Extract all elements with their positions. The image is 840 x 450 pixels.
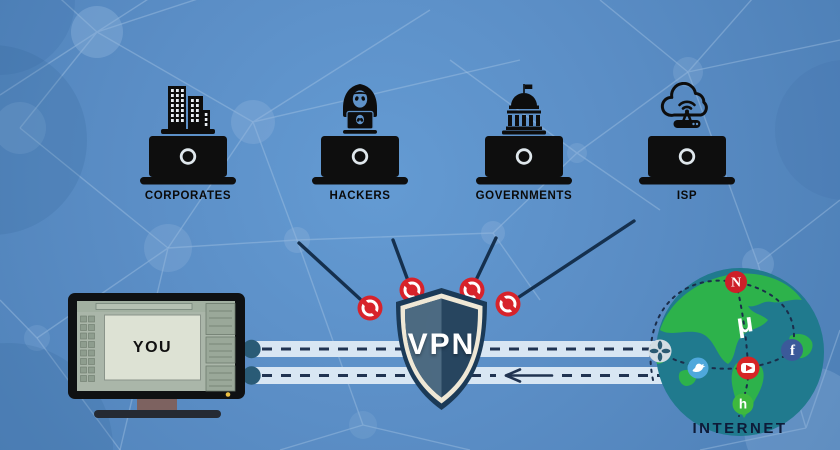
media-pinwheel-icon xyxy=(648,339,672,363)
svg-text:f: f xyxy=(790,343,796,359)
youtube-icon xyxy=(736,356,760,380)
vpn-shield xyxy=(392,287,491,411)
threat-label-governments: GOVERNMENTS xyxy=(475,190,573,202)
threat-isp: ISP xyxy=(627,82,747,202)
governments-spy-line xyxy=(475,236,498,280)
hackers-spy-line xyxy=(391,238,409,280)
isp-cloud-router-icon xyxy=(657,82,717,136)
facebook-icon: f xyxy=(781,339,803,361)
laptop-icon xyxy=(476,136,572,186)
svg-text:h: h xyxy=(739,397,747,412)
power-led xyxy=(225,392,231,397)
isp-spy-line xyxy=(517,219,636,299)
laptop-icon xyxy=(140,136,236,186)
laptop-icon xyxy=(639,136,735,186)
twitter-icon xyxy=(687,357,709,379)
screen-canvas xyxy=(104,314,201,381)
svg-text:N: N xyxy=(731,276,741,291)
threat-label-hackers: HACKERS xyxy=(329,190,391,202)
internet-label: INTERNET xyxy=(692,420,788,437)
user-computer xyxy=(68,293,245,420)
tunnel-port xyxy=(242,339,261,359)
threat-hackers: HACKERS xyxy=(300,82,420,202)
government-building-icon xyxy=(494,82,554,136)
netflix-icon: N xyxy=(725,271,747,293)
no-entry-icon xyxy=(357,277,521,321)
user-label: YOU xyxy=(132,338,173,356)
threat-corporates: CORPORATES xyxy=(128,82,248,202)
utorrent-icon: μ xyxy=(735,307,756,339)
corporate-buildings-icon xyxy=(158,82,218,136)
tunnel-direction-arrow xyxy=(504,368,554,383)
internet-globe: N μ f h xyxy=(640,252,840,450)
tunnel-port xyxy=(242,366,261,385)
globe-orbit xyxy=(649,279,795,417)
hulu-icon: h xyxy=(732,393,754,415)
vpn-label: VPN xyxy=(407,328,476,361)
laptop-icon xyxy=(312,136,408,186)
threat-label-isp: ISP xyxy=(676,190,698,202)
monitor-stand-base xyxy=(94,410,221,418)
corporates-spy-line xyxy=(297,241,362,301)
monitor-stand-neck xyxy=(137,395,177,412)
threat-governments: GOVERNMENTS xyxy=(464,82,584,202)
hacker-icon xyxy=(330,82,390,136)
threat-label-corporates: CORPORATES xyxy=(144,190,232,202)
